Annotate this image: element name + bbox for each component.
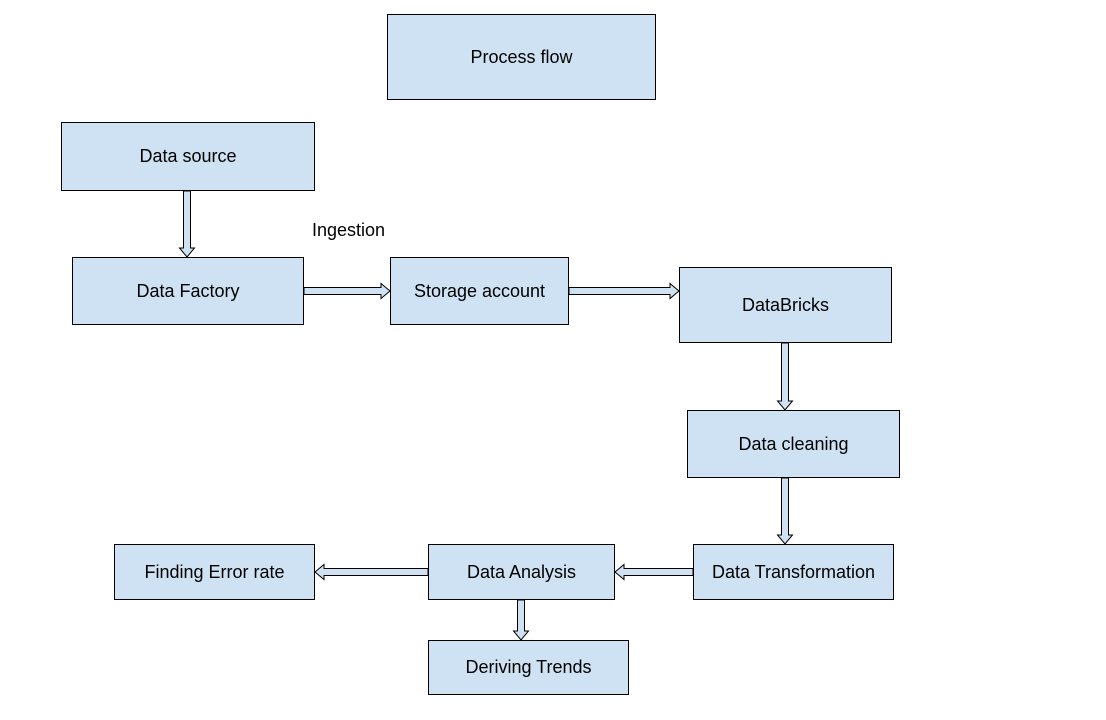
diagram-title: Process flow — [387, 14, 656, 100]
edge-label-ingestion: Ingestion — [312, 220, 386, 240]
arrow-databricks-to-cleaning — [776, 342, 794, 411]
arrow-factory-to-storage — [303, 282, 391, 300]
arrow-source-to-factory — [178, 190, 196, 258]
node-data-cleaning: Data cleaning — [687, 410, 900, 478]
node-storage-account: Storage account — [390, 257, 569, 325]
arrow-transform-to-analysis — [614, 563, 694, 581]
node-deriving-trends: Deriving Trends — [428, 640, 629, 695]
arrow-cleaning-to-transform — [776, 477, 794, 545]
arrow-storage-to-databricks — [568, 282, 680, 300]
node-data-factory: Data Factory — [72, 257, 304, 325]
node-databricks: DataBricks — [679, 267, 892, 343]
node-finding-error-rate: Finding Error rate — [114, 544, 315, 600]
arrow-analysis-to-error-rate — [314, 563, 429, 581]
node-data-transformation: Data Transformation — [693, 544, 894, 600]
node-data-source: Data source — [61, 122, 315, 191]
arrow-analysis-to-trends — [512, 599, 530, 641]
node-data-analysis: Data Analysis — [428, 544, 615, 600]
